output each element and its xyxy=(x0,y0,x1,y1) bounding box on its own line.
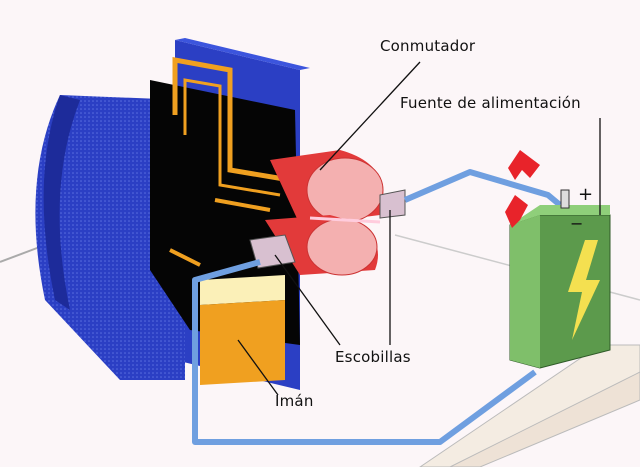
platform-top xyxy=(419,344,640,467)
current-arrow-icon xyxy=(508,150,540,180)
brush xyxy=(379,189,406,219)
label-negative: − xyxy=(570,214,584,233)
current-arrow-icon xyxy=(505,195,528,228)
label-brushes: Escobillas xyxy=(335,348,411,366)
label-magnet: Imán xyxy=(275,392,314,410)
label-commutator: Conmutador xyxy=(380,37,476,55)
label-positive: + xyxy=(578,184,594,205)
label-power-supply: Fuente de alimentación xyxy=(400,94,581,112)
coil xyxy=(214,198,271,212)
coil xyxy=(183,78,281,197)
coil xyxy=(169,248,201,267)
coil xyxy=(172,57,291,183)
magnet-block xyxy=(200,275,285,305)
wire xyxy=(192,259,537,445)
magnet-south xyxy=(35,95,185,380)
wire xyxy=(403,169,562,208)
lightning-bolt-icon xyxy=(568,240,600,340)
battery-terminal xyxy=(560,189,570,209)
brush xyxy=(249,234,296,269)
